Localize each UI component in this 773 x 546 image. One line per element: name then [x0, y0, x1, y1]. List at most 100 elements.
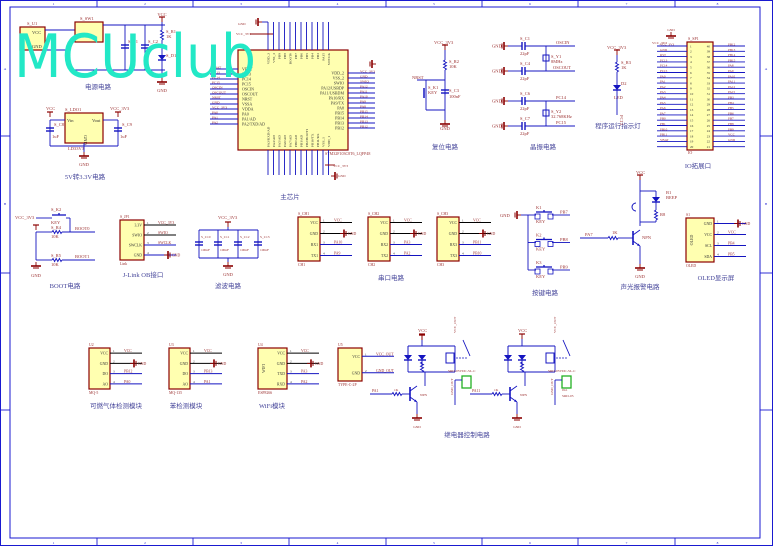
net-label: 22pF	[520, 51, 530, 56]
column-number: 3	[240, 541, 242, 545]
net-label: 32.768KHz	[551, 114, 572, 119]
pin-number: 3	[193, 370, 195, 374]
pin-number: 8	[690, 81, 692, 85]
io-net-label: PA11	[728, 80, 735, 84]
mcu-net-label: PA9	[360, 100, 366, 104]
section-title-gas: 可燃气体检测模块	[90, 401, 143, 410]
section-title-mcu: 主芯片	[280, 192, 300, 201]
pin-number: 22	[707, 140, 711, 144]
ref-label: S_JP1	[120, 215, 130, 219]
net-label: 1K	[166, 34, 172, 39]
typec-module	[337, 347, 363, 382]
io-net-label: PB3	[728, 96, 734, 100]
column-number: 8	[717, 2, 719, 6]
mcu-pin-name: PC14	[242, 77, 251, 82]
mcu-net-label: PB13	[360, 120, 368, 124]
net-label: GND	[500, 213, 510, 218]
module-pin-name: GND	[100, 362, 108, 366]
mcu-pin-name: PA5/AD	[278, 135, 282, 147]
pin-number: 32	[707, 87, 711, 91]
pin-number: 3	[113, 370, 115, 374]
pin-number: 23	[707, 134, 711, 138]
module-pin-name: SWIO	[132, 234, 142, 238]
column-number: 7	[626, 2, 628, 6]
net-label: VCC_3V3	[218, 215, 238, 220]
net-label: VCC	[473, 219, 481, 223]
mcu-pin-name: PB5	[305, 53, 309, 59]
mcu-pin-name: PA7/AD	[289, 135, 293, 147]
net-label: JK1	[562, 388, 568, 392]
net-label: 10K	[449, 64, 458, 69]
io-net-label: GND	[728, 138, 736, 142]
module-pin-name: TXD	[277, 372, 285, 376]
mcu-pin-name: BOOT0	[289, 53, 293, 65]
column-number: 7	[626, 541, 628, 545]
mcu-pin-name: PB15	[335, 111, 344, 116]
pin-number: 1	[690, 44, 692, 48]
led-icon	[404, 355, 412, 360]
net-label: LD33V3	[68, 146, 85, 151]
net-label: OSCOUT	[553, 65, 571, 70]
pin-number: 3	[323, 241, 325, 245]
io-net-label: PB10	[660, 127, 668, 131]
resistor-icon	[391, 391, 403, 397]
column-number: 8	[717, 541, 719, 545]
mcu-pin-name: SWIO	[334, 81, 344, 86]
section-title-crystal: 晶振电路	[530, 142, 557, 151]
net-label: S_C11	[220, 235, 230, 239]
net-label: GND	[138, 362, 146, 366]
net-label: 22pF	[520, 76, 530, 81]
net-label: B1	[666, 190, 671, 195]
net-label: GND	[172, 254, 180, 258]
pin-number: 2	[365, 369, 367, 373]
relay-terminal	[461, 375, 472, 389]
net-label: SWIO	[158, 231, 168, 235]
net-label: VCC	[418, 328, 427, 333]
net-label: PC13	[619, 115, 624, 126]
wire	[509, 385, 518, 392]
net-label: VCC_OUT	[453, 316, 457, 333]
mcu-pin-name: VSS_1	[322, 137, 326, 147]
pin-number: 21	[707, 145, 711, 149]
mcu-pin-name: PB3	[316, 53, 320, 59]
io-net-label: PA4	[660, 96, 666, 100]
npn-transistor-icon	[637, 243, 640, 246]
net-label: 1K	[612, 230, 618, 235]
net-label: PA9	[334, 252, 341, 256]
module-pin-name: 3.3V	[135, 224, 143, 228]
mcu-pin-name: NRST	[242, 97, 253, 102]
resistor-icon	[419, 361, 425, 373]
net-label: VCC	[157, 12, 166, 17]
module-pin-name: VCC	[180, 352, 188, 356]
net-label: S_C2	[148, 39, 158, 44]
pin-number: 13	[690, 108, 694, 112]
pin-number: 4	[393, 252, 395, 256]
net-label: S_K1	[428, 85, 438, 90]
part-label: MQ-135	[169, 391, 182, 395]
ref-label: S_SW1	[80, 16, 94, 21]
mcu-net-label: PB12	[360, 125, 368, 129]
net-label: SWCLK	[158, 241, 172, 245]
net-label: PC15	[556, 120, 567, 125]
npn-transistor-icon	[514, 399, 517, 402]
net-label: PB10	[473, 252, 482, 256]
io-net-label: PA6	[660, 106, 666, 110]
net-label: PB5	[728, 253, 735, 257]
net-label: NPN	[520, 393, 527, 397]
net-label: PB7	[560, 210, 569, 215]
part-label: MQ-5	[89, 391, 98, 395]
net-label: GND	[492, 44, 502, 49]
crystal-icon	[542, 54, 550, 62]
pin-number: 4	[690, 60, 692, 64]
net-label: 100nF	[220, 248, 229, 252]
io-net-label: PB11	[660, 133, 668, 137]
column-number: 5	[433, 2, 435, 6]
net-label: VCC	[301, 349, 309, 353]
net-label: K2	[536, 233, 542, 238]
pin-number: 14	[690, 113, 694, 117]
column-number: 2	[144, 2, 146, 6]
ref-label: S_LDO1	[65, 107, 81, 112]
mcu-pin-name: PA3/RXD/AD	[267, 126, 271, 147]
module-pin-name: GND	[277, 362, 285, 366]
io-net-label: PB1	[660, 122, 666, 126]
